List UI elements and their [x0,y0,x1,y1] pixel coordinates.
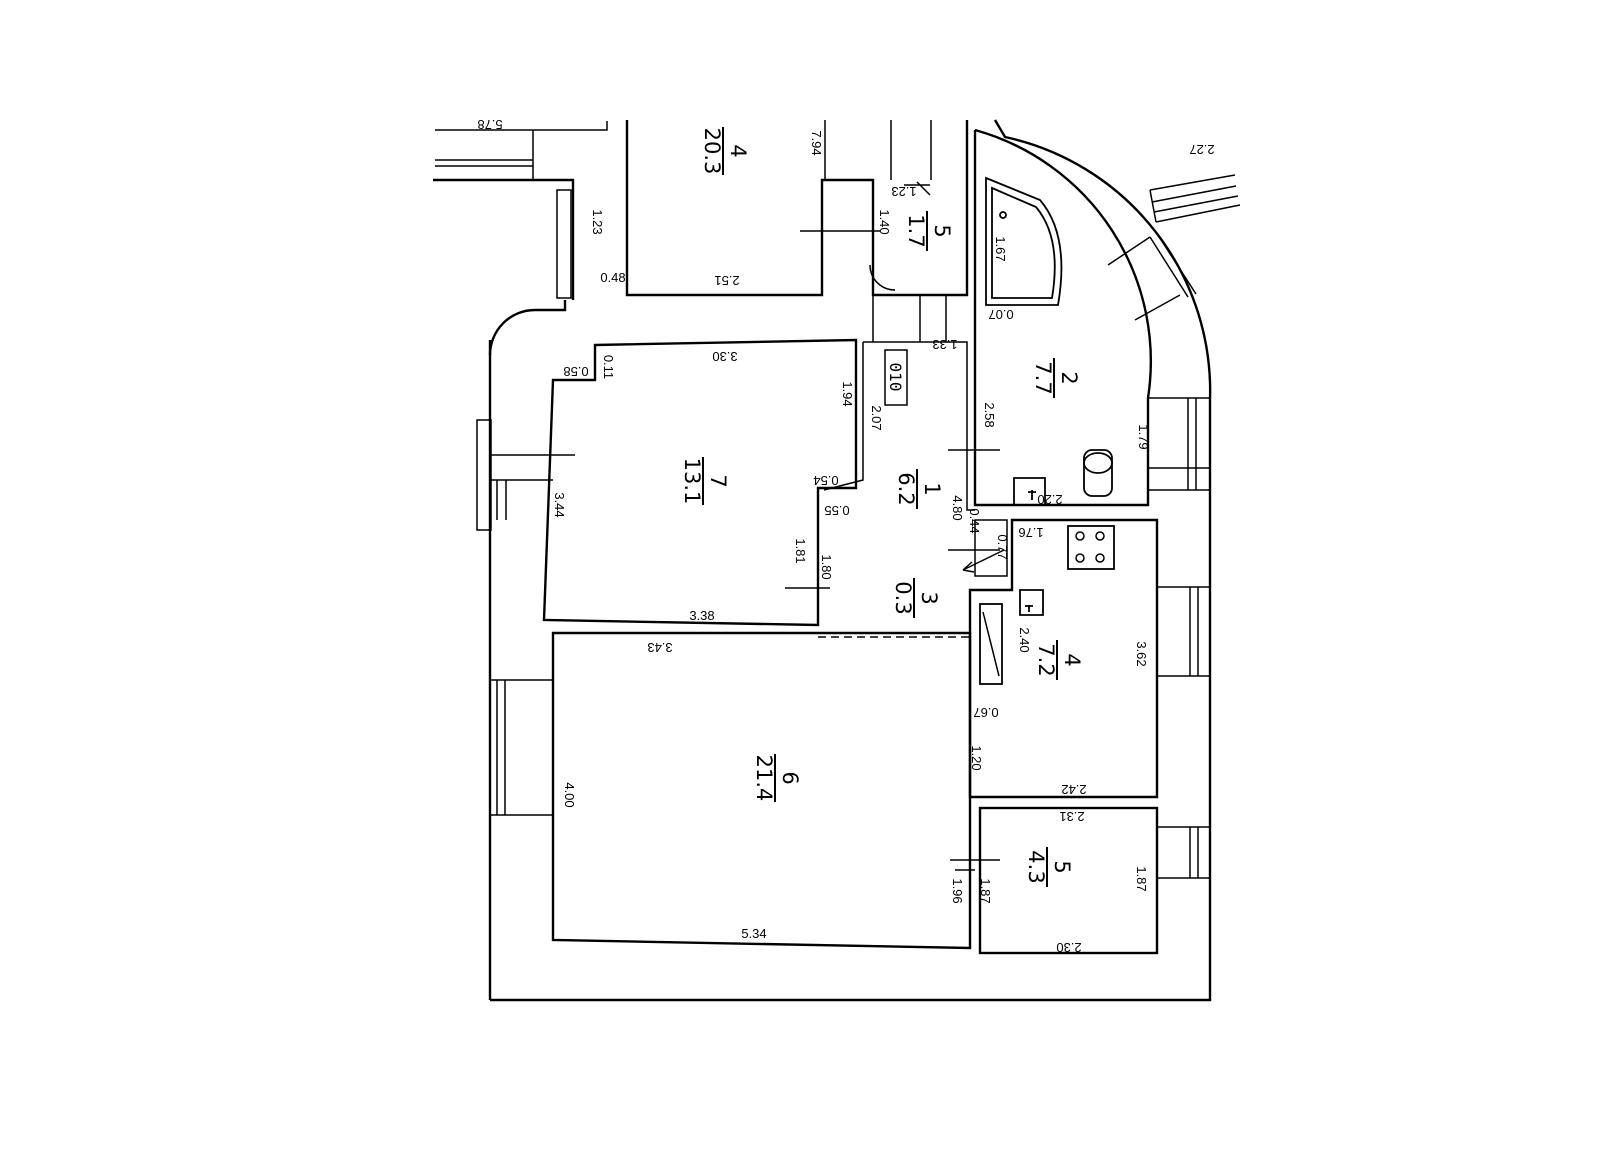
room-label: 5 1.7 [904,211,954,251]
room-label: 6 21.4 [752,754,802,802]
dimension-label: 1.81 [793,538,808,563]
room-area: 7.2 [1034,643,1058,676]
dimension-label: 0.77 [995,534,1010,559]
dimension-label: 3.62 [1134,641,1149,666]
dimension-labels: 5.78 7.94 1.23 0.48 2.51 1.23 1.40 2.27 … [477,117,1214,955]
room-label: 3 0.3 [891,578,941,618]
room-label: 7 13.1 [680,457,730,505]
dimension-label: 2.31 [1059,809,1084,824]
dimension-label: 1.96 [950,878,965,903]
room-area: 1.7 [904,214,928,247]
dimension-label: 1.80 [819,554,834,579]
dimension-label: 2.27 [1189,142,1214,157]
room-number: 6 [778,771,802,784]
room-area: 7.7 [1031,361,1055,394]
room-area: 6.2 [894,472,918,505]
dimension-label: 2.30 [1056,940,1081,955]
room-label: 5 4.3 [1024,847,1074,887]
dimension-label: 0.44 [967,508,982,533]
dimension-label: 1.87 [978,878,993,903]
dimension-label: 1.79 [1136,424,1151,449]
dimension-label: 0.67 [973,705,998,720]
dimension-label: 3.38 [689,608,714,623]
room-area: 0.3 [891,581,915,614]
windows [435,130,1241,879]
dimension-label: 0.07 [988,307,1013,322]
dimension-label: 5.78 [477,117,502,132]
room-area: 13.1 [680,458,704,505]
room-number: 3 [917,591,941,604]
door-ticks [553,181,1005,871]
dimension-label: 1.40 [877,209,892,234]
sink-icon [979,589,1044,685]
dimension-label: 1.67 [993,236,1008,261]
room-area: 21.4 [752,755,776,802]
dimension-label: 2.40 [1017,627,1032,652]
room-number: 5 [930,224,954,237]
room-number: 1 [920,482,944,495]
room-number: 2 [1057,371,1081,384]
dimension-label: 2.58 [982,402,997,427]
interior-walls [542,128,1159,955]
room-area: 4.3 [1024,850,1048,883]
dimension-label: 2.07 [869,405,884,430]
dimension-label: 2.51 [714,273,739,288]
dimension-label: 5.34 [741,926,766,941]
dimension-label: 1.20 [969,745,984,770]
room-number: 5 [1050,860,1074,873]
dimension-label: 7.94 [809,130,824,155]
dimension-label: 0.58 [563,364,588,379]
dimension-label: 2.42 [1061,782,1086,797]
room-labels: 4 20.3 5 1.7 2 7.7 7 13.1 1 6.2 3 0.3 [680,127,1084,887]
dimension-label: 1.33 [932,337,957,352]
dimension-label: 1.94 [840,381,855,406]
room-number: 7 [706,474,730,487]
dimension-label: 1.23 [590,209,605,234]
toilet-icon [1013,449,1113,506]
room-label: 4 7.2 [1034,640,1084,680]
room-area: 20.3 [700,128,724,175]
dimension-label: 1.76 [1018,525,1043,540]
dimension-label: 1.23 [891,184,916,199]
bathtub-icon [985,176,1063,306]
room-number: 4 [1060,653,1084,666]
room-label: 1 6.2 [894,469,944,509]
marker-label: 010 [886,363,905,392]
dimension-label: 0.55 [824,503,849,518]
dimension-label: 4.00 [562,782,577,807]
dimension-label: 3.43 [647,640,672,655]
dimension-label: 0.48 [600,270,625,285]
dimension-label: 0.11 [601,355,616,379]
room-label: 4 20.3 [700,127,750,175]
dimension-label: 0.54 [813,473,838,488]
dimension-label: 1.87 [1134,866,1149,891]
stove-icon [1067,525,1115,570]
room-label: 2 7.7 [1031,358,1081,398]
room-number: 4 [726,144,750,157]
dimension-label: 3.30 [712,349,737,364]
dimension-label: 4.80 [950,495,965,520]
marker-box [884,349,908,406]
dimension-label: 2.20 [1037,492,1062,507]
dimension-label: 3.44 [552,492,567,517]
